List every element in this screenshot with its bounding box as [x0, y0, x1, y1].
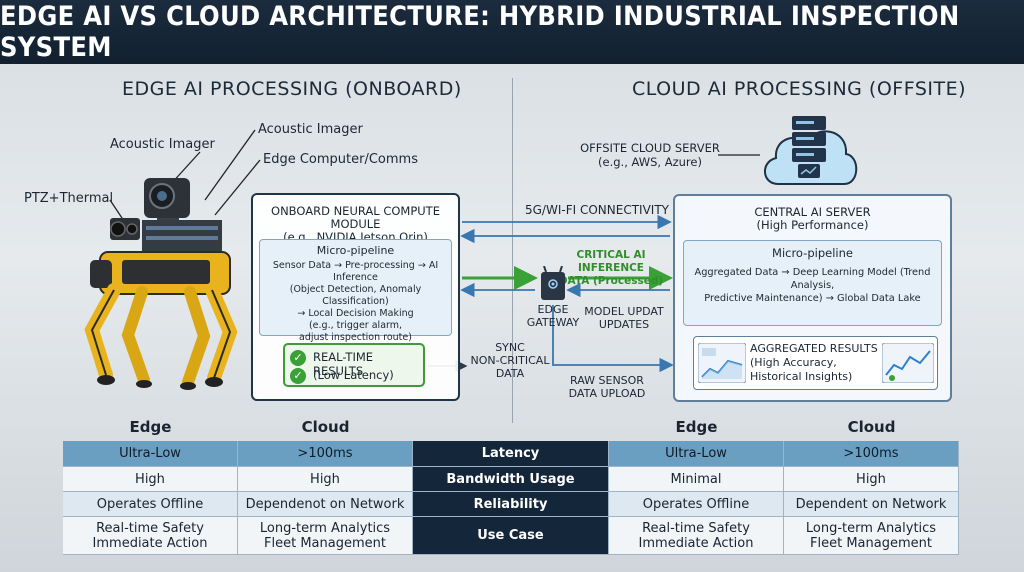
- edge-pipeline-title: Micro-pipeline: [316, 244, 395, 257]
- cloud-pipeline-title: Micro-pipeline: [772, 246, 853, 260]
- raw-sensor-label: RAW SENSOR DATA UPLOAD: [564, 374, 650, 400]
- metric-label: Bandwidth Usage: [413, 467, 609, 492]
- table-cell: Real-time Safety Immediate Action: [63, 517, 238, 555]
- table-cell: Ultra-Low: [63, 441, 238, 467]
- check-icon: ✓: [290, 350, 306, 366]
- model-updates-line2: UPDATES: [598, 318, 650, 331]
- comparison-table: Ultra-Low >100ms Latency Ultra-Low >100m…: [63, 441, 959, 555]
- cell-line: Fleet Management: [810, 535, 932, 551]
- table-cell: >100ms: [784, 441, 959, 467]
- cloud-server-icon: [764, 116, 858, 185]
- cloud-server-label: OFFSITE CLOUD SERVER (e.g., AWS, Azure): [580, 141, 720, 169]
- acoustic-imager-label-right: Acoustic Imager: [258, 122, 363, 137]
- model-updates-line1: MODEL UPDAT: [584, 305, 664, 318]
- section-divider: [512, 78, 513, 423]
- table-row: High High Bandwidth Usage Minimal High: [63, 467, 959, 492]
- header-cloud-left: Cloud: [301, 418, 350, 436]
- model-updates-label: MODEL UPDAT UPDATES: [584, 305, 664, 331]
- cell-line: Long-term Analytics: [805, 520, 937, 536]
- table-cell: High: [238, 467, 413, 492]
- sync-line1: SYNC: [495, 341, 525, 354]
- table-cell: Ultra-Low: [609, 441, 784, 467]
- cloud-server-line1: OFFSITE CLOUD SERVER: [580, 141, 720, 155]
- page-title: EDGE AI VS CLOUD ARCHITECTURE: HYBRID IN…: [0, 1, 960, 63]
- table-cell: Long-term Analytics Fleet Management: [238, 517, 413, 555]
- gateway-line2: GATEWAY: [526, 316, 580, 329]
- title-bar: EDGE AI VS CLOUD ARCHITECTURE: HYBRID IN…: [0, 0, 1024, 64]
- raw-sensor-line1: RAW SENSOR: [570, 374, 644, 387]
- sync-data-label: SYNC NON-CRITICAL DATA: [470, 341, 550, 380]
- robot-dog: [84, 178, 238, 390]
- aggregated-results-box: AGGREGATED RESULTS (High Accuracy, Histo…: [693, 336, 938, 390]
- raw-sensor-line2: DATA UPLOAD: [568, 387, 646, 400]
- edge-pipeline-line2: (Object Detection, Anomaly Classificatio…: [289, 284, 422, 307]
- cloud-server-line2: (e.g., AWS, Azure): [598, 155, 702, 169]
- cell-line: Real-time Safety: [642, 520, 750, 536]
- connectivity-label: 5G/WI-FI CONNECTIVITY: [525, 203, 669, 217]
- cloud-pipeline-line2: Predictive Maintenance) → Global Data La…: [704, 293, 921, 304]
- table-cell: Minimal: [609, 467, 784, 492]
- header-edge-left: Edge: [129, 418, 172, 436]
- aggregated-line3: Historical Insights): [750, 370, 853, 383]
- aggregated-line2: (High Accuracy,: [750, 356, 837, 369]
- onboard-compute-module: ONBOARD NEURAL COMPUTE MODULE (e.g., NVI…: [251, 193, 460, 401]
- metric-label: Reliability: [413, 492, 609, 517]
- table-cell: Operates Offline: [609, 492, 784, 517]
- realtime-results-line1: REAL-TIME RESULTS: [313, 350, 374, 378]
- dashboard-chart-icon: [698, 343, 746, 383]
- aggregated-results-text: AGGREGATED RESULTS (High Accuracy, Histo…: [750, 342, 878, 384]
- line-chart-icon: [882, 343, 934, 383]
- table-cell: Dependenot on Network: [238, 492, 413, 517]
- central-server-title: CENTRAL AI SERVER: [754, 205, 871, 219]
- cloud-section-heading: CLOUD AI PROCESSING (OFFSITE): [632, 78, 967, 100]
- central-ai-server: CENTRAL AI SERVER (High Performance) Mic…: [673, 194, 952, 402]
- edge-pipeline-line4: (e.g., trigger alarm,: [308, 320, 403, 331]
- aggregated-line1: AGGREGATED RESULTS: [750, 342, 878, 355]
- check-icon: ✓: [290, 368, 306, 384]
- table-row: Ultra-Low >100ms Latency Ultra-Low >100m…: [63, 441, 959, 467]
- edge-section-heading: EDGE AI PROCESSING (ONBOARD): [122, 78, 462, 100]
- header-edge-right: Edge: [675, 418, 718, 436]
- table-cell: Operates Offline: [63, 492, 238, 517]
- edge-gateway-label: EDGE GATEWAY: [520, 303, 586, 329]
- table-cell: Dependent on Network: [784, 492, 959, 517]
- edge-pipeline-line3: → Local Decision Making: [297, 308, 414, 319]
- cloud-pipeline-line1: Aggregated Data → Deep Learning Model (T…: [694, 267, 931, 291]
- critical-data-label: CRITICAL AI INFERENCE DATA (Processed): [556, 249, 666, 288]
- cell-line: Real-time Safety: [96, 520, 204, 536]
- ptz-thermal-label: PTZ+Thermal: [24, 191, 114, 206]
- cell-line: Immediate Action: [92, 535, 208, 551]
- cell-line: Long-term Analytics: [259, 520, 391, 536]
- gateway-router-icon: [541, 266, 565, 300]
- acoustic-imager-label-left: Acoustic Imager: [110, 137, 215, 152]
- table-cell: High: [784, 467, 959, 492]
- cell-line: Immediate Action: [638, 535, 754, 551]
- edge-pipeline-line5: adjust inspection route): [299, 332, 412, 343]
- module-title: ONBOARD NEURAL COMPUTE MODULE: [271, 204, 440, 231]
- edge-computer-label: Edge Computer/Comms: [263, 152, 418, 167]
- table-cell: Long-term Analytics Fleet Management: [784, 517, 959, 555]
- central-server-subtitle: (High Performance): [756, 218, 869, 232]
- critical-data-line2: DATA (Processed): [558, 275, 664, 287]
- realtime-results-line2: (Low Latency): [313, 368, 394, 382]
- cell-line: Fleet Management: [264, 535, 386, 551]
- table-cell: Real-time Safety Immediate Action: [609, 517, 784, 555]
- gateway-line1: EDGE: [537, 303, 569, 316]
- realtime-results-box: ✓ ✓ REAL-TIME RESULTS (Low Latency): [283, 343, 425, 387]
- table-cell: High: [63, 467, 238, 492]
- table-row: Operates Offline Dependenot on Network R…: [63, 492, 959, 517]
- table-cell: >100ms: [238, 441, 413, 467]
- edge-micro-pipeline: Micro-pipeline Sensor Data → Pre-process…: [259, 239, 452, 343]
- sync-line2: NON-CRITICAL: [470, 354, 550, 367]
- edge-pipeline-line1: Sensor Data → Pre-processing → AI Infere…: [272, 260, 439, 283]
- table-row: Real-time Safety Immediate Action Long-t…: [63, 517, 959, 555]
- metric-label: Latency: [413, 441, 609, 467]
- metric-label: Use Case: [413, 517, 609, 555]
- header-cloud-right: Cloud: [847, 418, 896, 436]
- sync-line3: DATA: [495, 367, 525, 380]
- critical-data-line1: CRITICAL AI INFERENCE: [576, 249, 646, 274]
- cloud-micro-pipeline: Micro-pipeline Aggregated Data → Deep Le…: [683, 240, 942, 326]
- table-column-headers: Edge Cloud Edge Cloud: [63, 418, 959, 440]
